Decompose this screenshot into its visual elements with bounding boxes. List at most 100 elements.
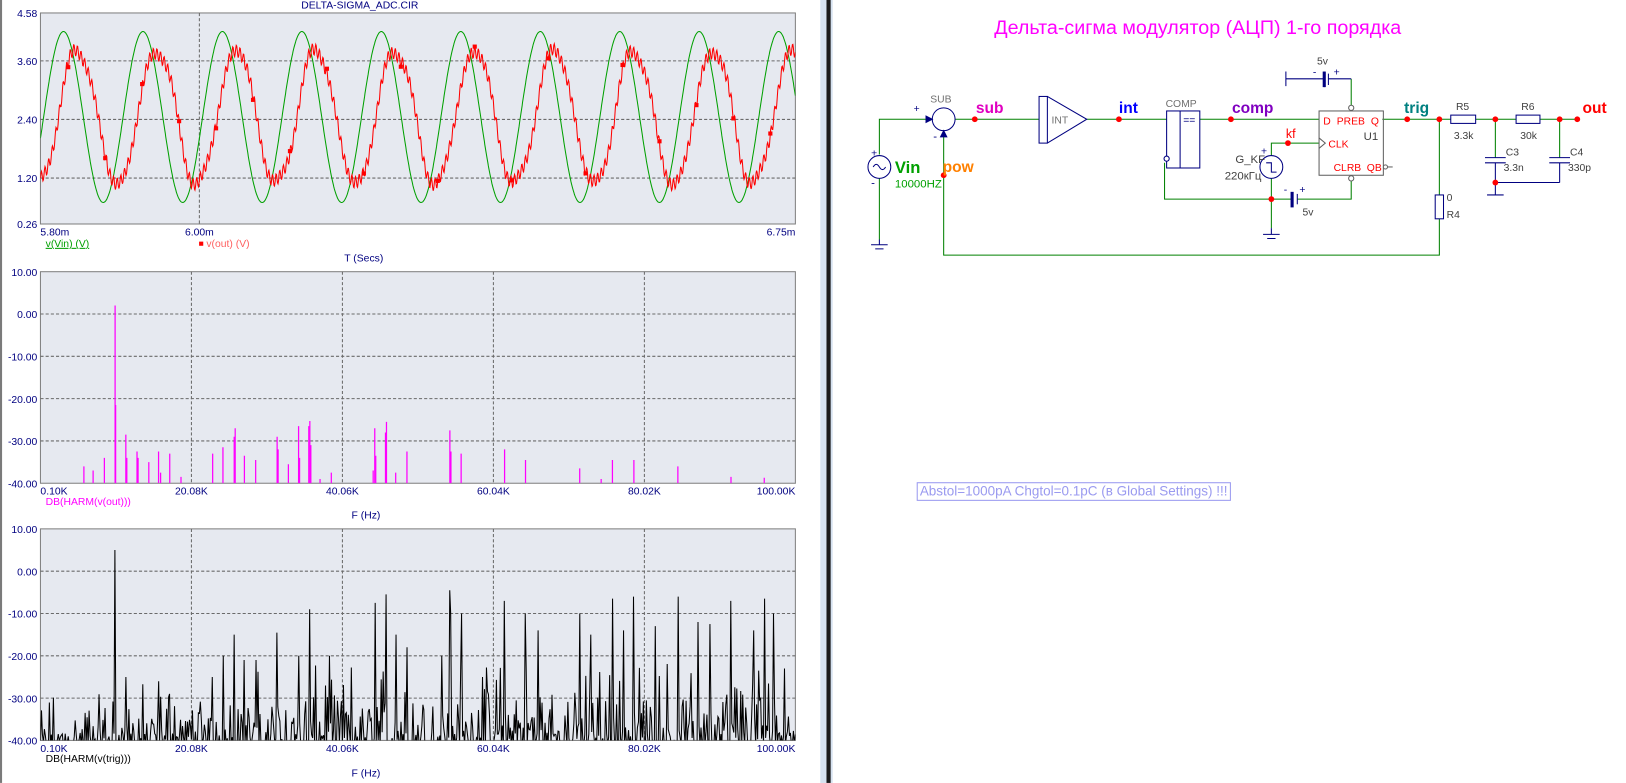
r5-resistor-icon [1450, 114, 1477, 124]
series-vout [40, 41, 796, 193]
y-tick-label: 0.26 [17, 220, 37, 231]
vin-label: Vin [895, 158, 920, 177]
comp-label: COMP [1166, 99, 1197, 110]
c4-value: 330p [1568, 163, 1591, 174]
bat-bottom-plus: + [1299, 185, 1305, 196]
x-tick-label: 6.00m [185, 227, 214, 238]
y-tick-label: -20.00 [8, 652, 38, 663]
bat-bottom-minus: - [1284, 185, 1287, 196]
wires [878, 78, 1578, 256]
c3-value: 3.3n [1504, 163, 1524, 174]
plot-series [40, 550, 796, 741]
sub-minus: - [933, 131, 937, 143]
r4-value: 0 [1447, 193, 1453, 204]
legend-harm-out[interactable]: DB(HARM(v(out))) [45, 496, 131, 509]
vin-plus: + [871, 149, 877, 160]
vout-marker [66, 65, 71, 70]
u1-label: U1 [1364, 131, 1379, 143]
bat-top-plus: + [1334, 68, 1340, 79]
bat-top-minus: - [1313, 68, 1316, 79]
vout-marker [768, 131, 773, 136]
y-tick-label: -10.00 [8, 352, 38, 363]
legend-harm-trig[interactable]: DB(HARM(v(trig))) [45, 753, 131, 766]
x-tick-label: 80.02K [628, 744, 661, 755]
x-tick-label: 20.08K [175, 744, 208, 755]
legend-vout[interactable]: v(out) (V) [206, 238, 250, 250]
x-tick-label: 80.02K [628, 487, 661, 498]
vout-marker [287, 149, 293, 154]
symbols [867, 71, 1571, 250]
vout-marker [361, 171, 366, 176]
x-tick-label: 100.00K [757, 744, 796, 755]
net-pow: pow [943, 159, 975, 176]
vout-marker [472, 44, 477, 49]
c4-capacitor-icon [1549, 157, 1571, 183]
pin-clk: CLK [1328, 139, 1348, 150]
sub-plus: + [914, 104, 920, 115]
bat-top-value: 5v [1317, 56, 1329, 67]
c4-label: C4 [1570, 148, 1583, 159]
r6-resistor-icon [1515, 114, 1541, 124]
vout-marker [250, 97, 256, 102]
y-tick-label: -30.00 [8, 437, 38, 448]
pin-d: D [1323, 116, 1330, 127]
r5-value: 3.3k [1454, 131, 1474, 142]
pane-splitter[interactable] [820, 0, 833, 783]
junction-dots [940, 116, 1581, 203]
plot-series [40, 30, 796, 204]
gkf-label: G_KF [1235, 154, 1265, 166]
int-block-icon [1038, 95, 1048, 144]
y-tick-label: -20.00 [8, 395, 38, 406]
vout-marker [324, 66, 329, 71]
y-tick-label: 3.60 [17, 57, 37, 68]
x-tick-label: 20.08K [175, 487, 208, 498]
plot-area [39, 12, 796, 225]
plot-series [83, 305, 765, 484]
x-tick-label: 40.06K [326, 744, 359, 755]
net-trig: trig [1404, 100, 1429, 117]
r4-label: R4 [1447, 210, 1460, 221]
y-tick-label: 10.00 [11, 268, 37, 279]
r5-label: R5 [1456, 102, 1469, 113]
y-tick-label: 1.20 [17, 174, 37, 185]
y-tick-label: -10.00 [8, 610, 38, 621]
x-tick-label: 100.00K [757, 487, 796, 498]
net-comp: comp [1232, 100, 1273, 117]
vout-marker [583, 171, 588, 176]
vout-marker [103, 156, 108, 161]
y-tick-label: 0.00 [17, 310, 37, 321]
x-axis-title-freq-2: F (Hz) [351, 768, 381, 780]
sub-block-icon [931, 107, 956, 132]
series-vin [40, 30, 796, 204]
net-out: out [1582, 100, 1606, 117]
x-tick-label: 0.10K [40, 487, 67, 498]
gkf-clock-source-icon [1259, 155, 1284, 179]
pin-preb: PREB [1337, 116, 1365, 127]
vout-marker [435, 178, 440, 183]
vout-marker [509, 178, 514, 183]
vin-minus: - [871, 178, 875, 190]
simulation-settings-note[interactable]: Abstol=1000pA Chgtol=0.1pC (в Global Set… [916, 482, 1231, 501]
gkf-plus: + [1261, 147, 1267, 158]
legend-vin[interactable]: v(Vin) (V) [45, 238, 90, 250]
y-tick-label: 4.58 [17, 9, 37, 20]
y-tick-label: -40.00 [8, 737, 38, 748]
u1-flipflop-icon [1318, 110, 1384, 176]
bat-bottom-value: 5v [1302, 208, 1314, 219]
r4-resistor-icon [1434, 194, 1445, 220]
y-tick-label: -30.00 [8, 694, 38, 705]
x-tick-label: 40.06K [326, 487, 359, 498]
schematic-title: Дельта-сигма модулятор (АЦП) 1-го порядк… [994, 17, 1401, 39]
vin-source-icon [867, 155, 892, 179]
net-kf: kf [1286, 127, 1296, 141]
x-tick-label: 6.75m [767, 227, 796, 238]
sub-label: SUB [930, 95, 951, 106]
pin-q: Q [1371, 116, 1379, 127]
r6-value: 30k [1520, 131, 1538, 142]
y-tick-label: 2.40 [17, 116, 37, 127]
